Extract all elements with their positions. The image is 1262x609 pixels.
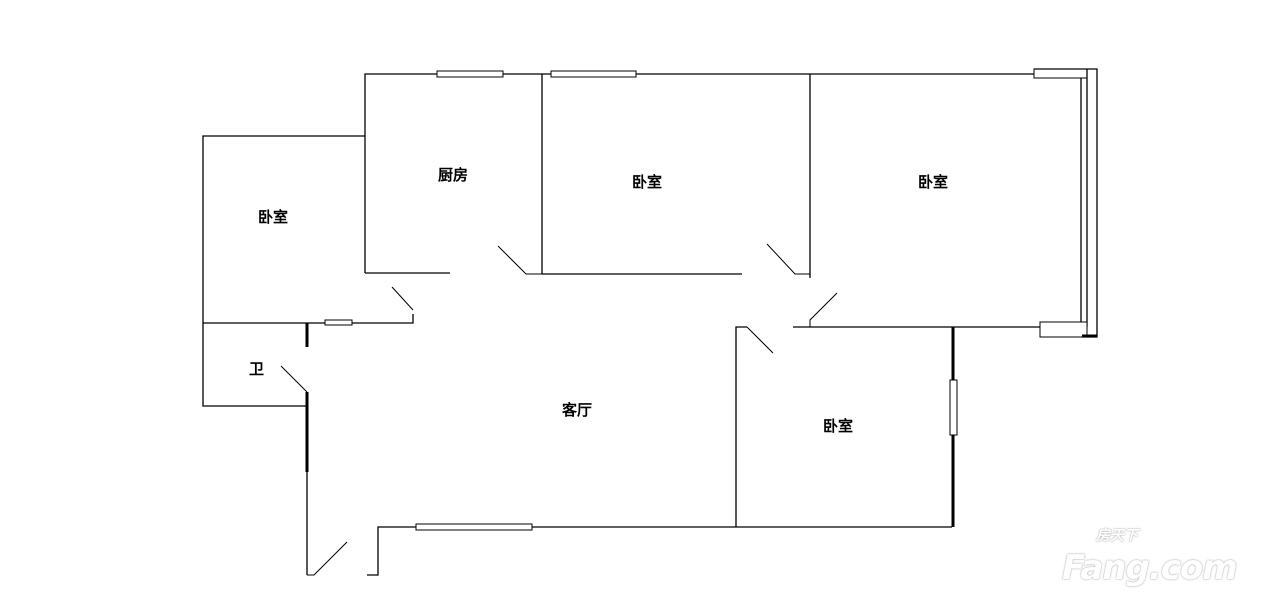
watermark-cn: 房天下 <box>1096 528 1138 544</box>
door-se-bedroom <box>746 326 774 354</box>
wall-bath-top <box>203 314 414 324</box>
wall-west-bedroom <box>202 135 365 407</box>
window-living <box>415 523 533 531</box>
window-mid-bedroom <box>550 70 637 78</box>
wall-se-bedroom-west <box>735 326 747 527</box>
balcony-inner <box>1080 78 1087 328</box>
door-kitchen <box>497 245 542 275</box>
room-label-living-room: 客厅 <box>562 401 593 419</box>
window-kitchen <box>436 70 504 78</box>
room-label-bathroom: 卫 <box>249 360 265 378</box>
room-label-kitchen: 厨房 <box>438 166 469 184</box>
door-mid-bedroom <box>766 243 810 275</box>
wall-north <box>364 73 1034 273</box>
balcony-window-top <box>1033 68 1088 79</box>
watermark-logo: 房天下 Fang.com <box>1062 528 1252 592</box>
window-se-bedroom <box>949 379 958 436</box>
watermark-en: Fang.com <box>1062 548 1238 588</box>
window-west-bedroom <box>324 319 353 326</box>
wall-living-south <box>367 526 952 576</box>
room-label-bedroom-south-east: 卧室 <box>823 417 854 435</box>
room-label-bedroom-north-middle: 卧室 <box>632 173 663 191</box>
room-label-bedroom-west: 卧室 <box>258 208 289 226</box>
balcony-window-bottom <box>1039 321 1088 338</box>
door-bathroom <box>280 365 308 393</box>
room-label-bedroom-north-east: 卧室 <box>918 173 949 191</box>
door-east-bedroom <box>809 292 838 327</box>
door-west-bedroom <box>391 286 414 311</box>
door-entrance <box>307 541 348 576</box>
